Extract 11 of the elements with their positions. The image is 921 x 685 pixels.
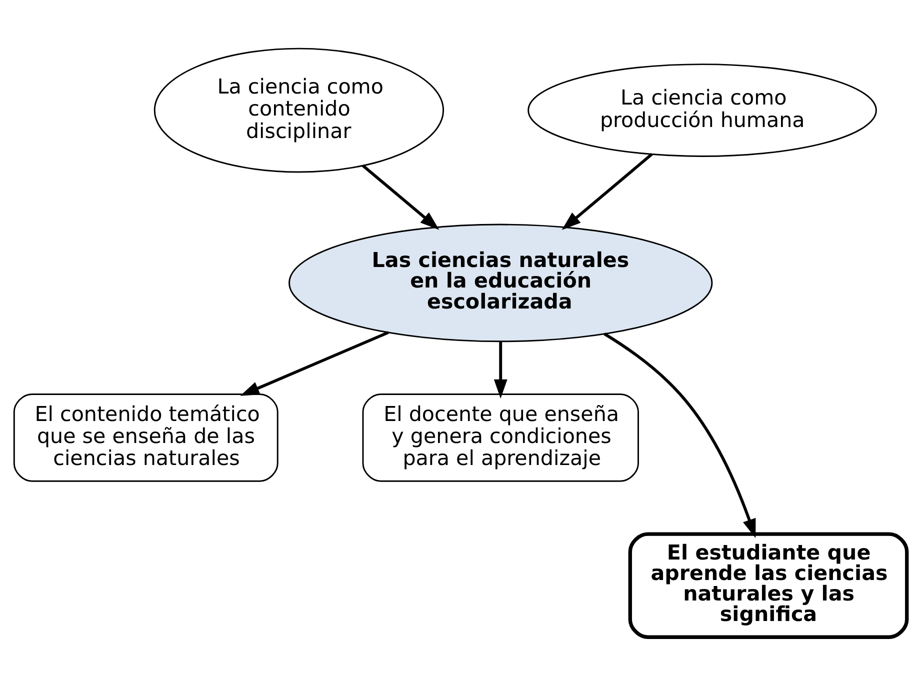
- node-box: El contenido temático que se enseña de las ciencias naturales: [13, 393, 278, 482]
- node-box: El estudiante que aprende las ciencias naturales y las significa: [628, 532, 909, 638]
- arrow: [604, 332, 756, 538]
- node-box: El docente que enseña y genera condiciones para el aprendizaje: [362, 393, 639, 482]
- node-ellipse: La ciencia como producción humana: [528, 63, 877, 156]
- arrow: [562, 152, 653, 230]
- arrow: [494, 340, 508, 398]
- arrow: [362, 164, 440, 230]
- arrow: [240, 330, 389, 396]
- node-ellipse: La ciencia como contenido disciplinar: [154, 47, 444, 172]
- node-ellipse: Las ciencias naturales en la educación escolarizada: [288, 223, 713, 342]
